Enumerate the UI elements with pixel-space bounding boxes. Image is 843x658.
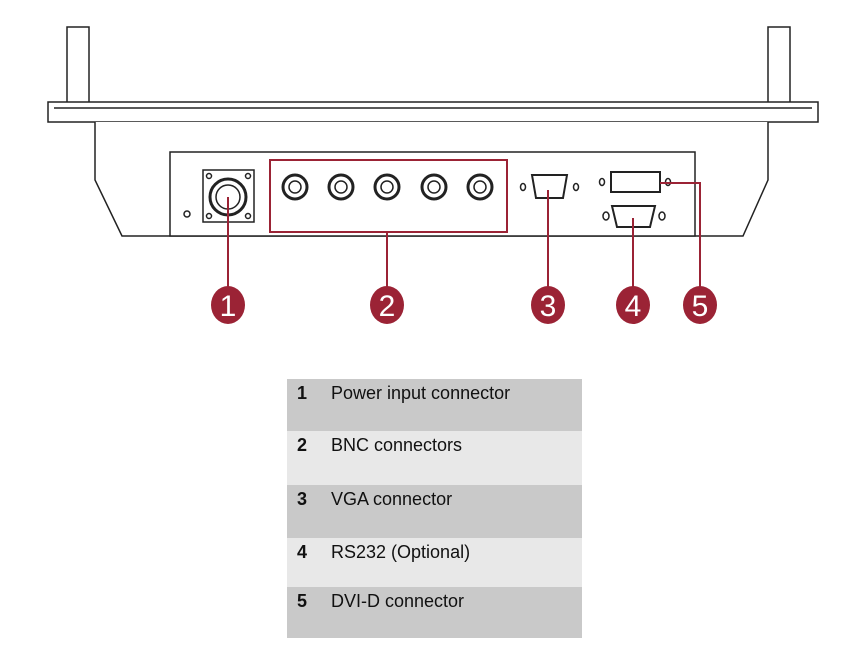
legend-label: Power input connector [331,383,511,403]
legend-row: 3 VGA connector [287,485,582,538]
left-mount-post [66,26,90,104]
callout-2 [370,286,404,324]
callout-5 [683,286,717,324]
callout-2-label: 2 [379,290,396,323]
legend-label: RS232 (Optional) [331,542,471,562]
callout-3 [531,286,565,324]
callout-4-label: 4 [625,290,642,323]
right-mount-post [767,26,791,104]
legend-label: BNC connectors [331,435,463,455]
vga-connector [519,174,580,199]
dvi-connector [598,171,672,193]
callout-5-label: 5 [692,290,709,323]
legend-table: 1 Power input connector 2 BNC connectors… [287,379,582,638]
legend-number: 3 [297,489,308,509]
legend-number: 5 [297,591,308,611]
legend-number: 2 [297,435,308,455]
callout-3-label: 3 [540,290,557,323]
callout-1-label: 1 [220,290,237,323]
legend-row: 5 DVI-D connector [287,587,582,638]
connector-panel-diagram: 1 2 3 4 5 [47,26,819,324]
rs232-connector [602,205,666,228]
legend-number: 1 [297,383,308,403]
bezel [47,101,819,123]
legend-row: 1 Power input connector [287,379,582,431]
bnc-highlight-box [269,159,508,233]
legend-label: DVI-D connector [331,591,465,611]
legend-row: 2 BNC connectors [287,431,582,485]
legend-row: 4 RS232 (Optional) [287,538,582,587]
legend-label: VGA connector [331,489,453,509]
legend-number: 4 [297,542,308,562]
callout-1 [211,286,245,324]
callout-4 [616,286,650,324]
bnc-connectors [281,173,494,201]
